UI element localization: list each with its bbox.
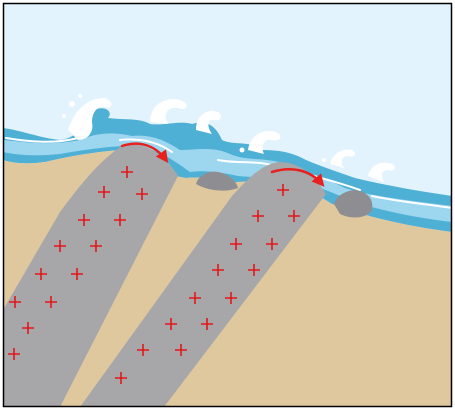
erosion-diagram: [0, 0, 455, 410]
